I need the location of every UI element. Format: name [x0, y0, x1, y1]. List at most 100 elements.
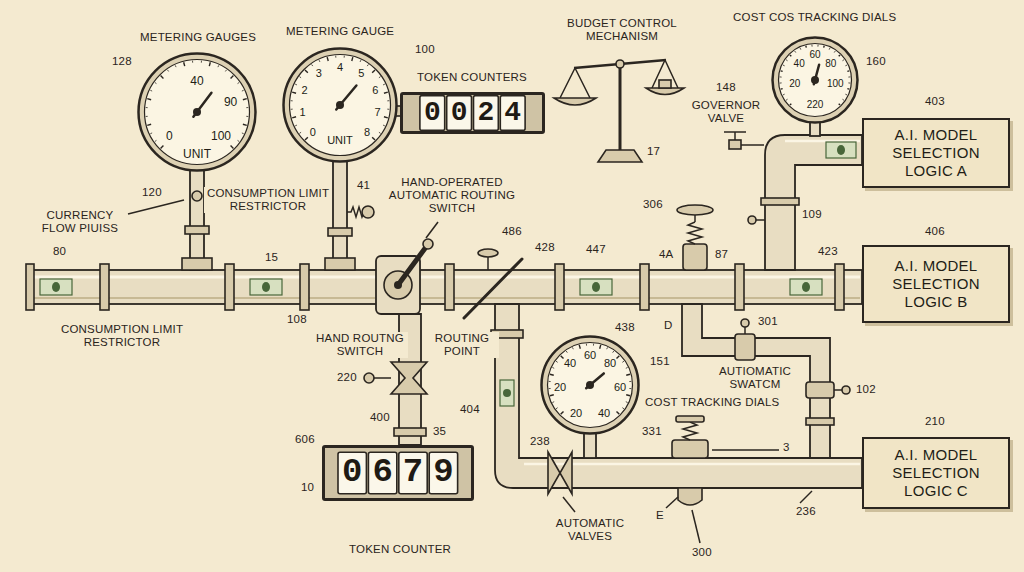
gauge-tick [626, 401, 628, 403]
branch-pipe [712, 449, 779, 451]
balance-scale [659, 80, 671, 88]
gauge-rim [284, 49, 397, 162]
process-box: A.I. MODEL SELECTION LOGIC A [862, 118, 1010, 188]
gauge-stem [325, 258, 355, 270]
gauge-tick [780, 76, 782, 77]
gauge-number: 20 [789, 79, 800, 89]
gauge-tick [552, 367, 554, 369]
gauge-tick [622, 361, 624, 362]
supply-pipe [761, 198, 799, 205]
callout-label: HAND-OPERATED AUTOMATIC ROUTING SWITCH [380, 176, 524, 216]
gauge-tick [379, 132, 381, 133]
gauge-tick [799, 48, 801, 50]
callout-label: 486 [500, 225, 524, 238]
branch-pipe [800, 491, 812, 503]
gauge-tick [572, 347, 574, 349]
gauge-tick [550, 374, 554, 375]
process-box: A.I. MODEL SELECTION LOGIC B [862, 245, 1010, 323]
callout-label: TOKEN COUNTERS [415, 71, 529, 84]
branch-pipe [682, 304, 830, 458]
branch-pipe [834, 389, 842, 391]
gauge-tick [626, 374, 630, 375]
gauge-number: 60 [614, 382, 626, 393]
callout-label: 400 [368, 411, 392, 424]
gauge-tick [790, 104, 791, 105]
gauge-number: 90 [224, 96, 237, 108]
gauge-tick [201, 61, 202, 63]
gauge-stem [190, 168, 204, 270]
branch-pipe [744, 327, 746, 334]
callout-label: 300 [690, 546, 714, 559]
gauge-hub [336, 101, 344, 109]
currency-bill [592, 282, 600, 292]
gauge-tick [834, 51, 835, 53]
gauge-stem [192, 191, 202, 201]
callout-label: 41 [355, 179, 372, 192]
gauge-tick [242, 90, 244, 92]
branch-pipe [584, 433, 596, 458]
gauge-tick [231, 146, 234, 149]
branch-pipe [678, 488, 702, 505]
token-counter: 0679 [322, 445, 474, 501]
routing-switch [391, 362, 427, 394]
gauge-needle [336, 85, 356, 109]
gauge-tick [184, 62, 185, 66]
balance-scale [616, 60, 624, 68]
gauge-tick [845, 94, 847, 96]
gauge-tick [246, 116, 248, 117]
gauge-tick [593, 344, 594, 346]
gauge-tick [192, 61, 193, 63]
gauge-tick [842, 99, 844, 100]
gauge-tick [225, 70, 226, 72]
gauge-tick [292, 92, 296, 93]
gauge-tick [566, 351, 567, 353]
callout-label: 236 [794, 505, 818, 518]
balance-scale [574, 60, 666, 68]
gauge-number: 220 [807, 100, 824, 110]
main-pipe [735, 264, 744, 310]
callout-label: BUDGET CONTROL MECHANISM [555, 17, 689, 43]
gauge-stem [362, 206, 374, 218]
gauge-number: 8 [364, 127, 370, 138]
gauge-tick [613, 351, 614, 353]
gauge-tick [372, 70, 375, 73]
gauge-dial: 40608020602040 [540, 335, 640, 435]
supply-pipe [683, 244, 707, 270]
callout-label: 403 [923, 95, 947, 108]
callout-label: COST TRACKING DIALS [643, 396, 781, 409]
gauge-tick [305, 137, 308, 140]
balance-scale [652, 60, 678, 88]
gauge-tick [150, 90, 152, 92]
gauge-stem [128, 200, 184, 214]
callout-label: 3 [781, 441, 792, 454]
gauge-tick [292, 117, 296, 118]
gauge-tick [217, 65, 219, 67]
gauge-number: 20 [570, 408, 582, 419]
gauge-tick [384, 92, 388, 93]
gauge-number: UNIT [183, 148, 211, 160]
callout-label: 120 [140, 186, 164, 199]
gauge-tick [579, 345, 580, 349]
main-pipe [640, 264, 649, 310]
gauge-tick [549, 388, 551, 389]
gauge-tick [146, 116, 148, 117]
callout-label: 80 [51, 245, 68, 258]
branch-pipe [806, 418, 834, 425]
gauge-tick [243, 124, 247, 125]
gauge-tick [231, 76, 234, 79]
gauge-tick [626, 367, 628, 369]
callout-label: COST COS TRACKING DIALS [731, 11, 898, 24]
gauge-stem [185, 226, 209, 234]
gauge-number: UNIT [327, 134, 353, 145]
callout-label: 210 [923, 415, 947, 428]
gauge-tick [848, 82, 850, 83]
callout-label: 301 [756, 315, 780, 328]
gauge-stem [182, 258, 212, 270]
gauge-face [145, 60, 250, 165]
gauge-rim [542, 337, 639, 434]
callout-label: 100 [413, 43, 437, 56]
box-title: A.I. MODEL SELECTION LOGIC A [872, 126, 1000, 180]
branch-pipe [842, 386, 850, 394]
callout-label: 404 [458, 403, 482, 416]
routing-switch [423, 239, 433, 249]
